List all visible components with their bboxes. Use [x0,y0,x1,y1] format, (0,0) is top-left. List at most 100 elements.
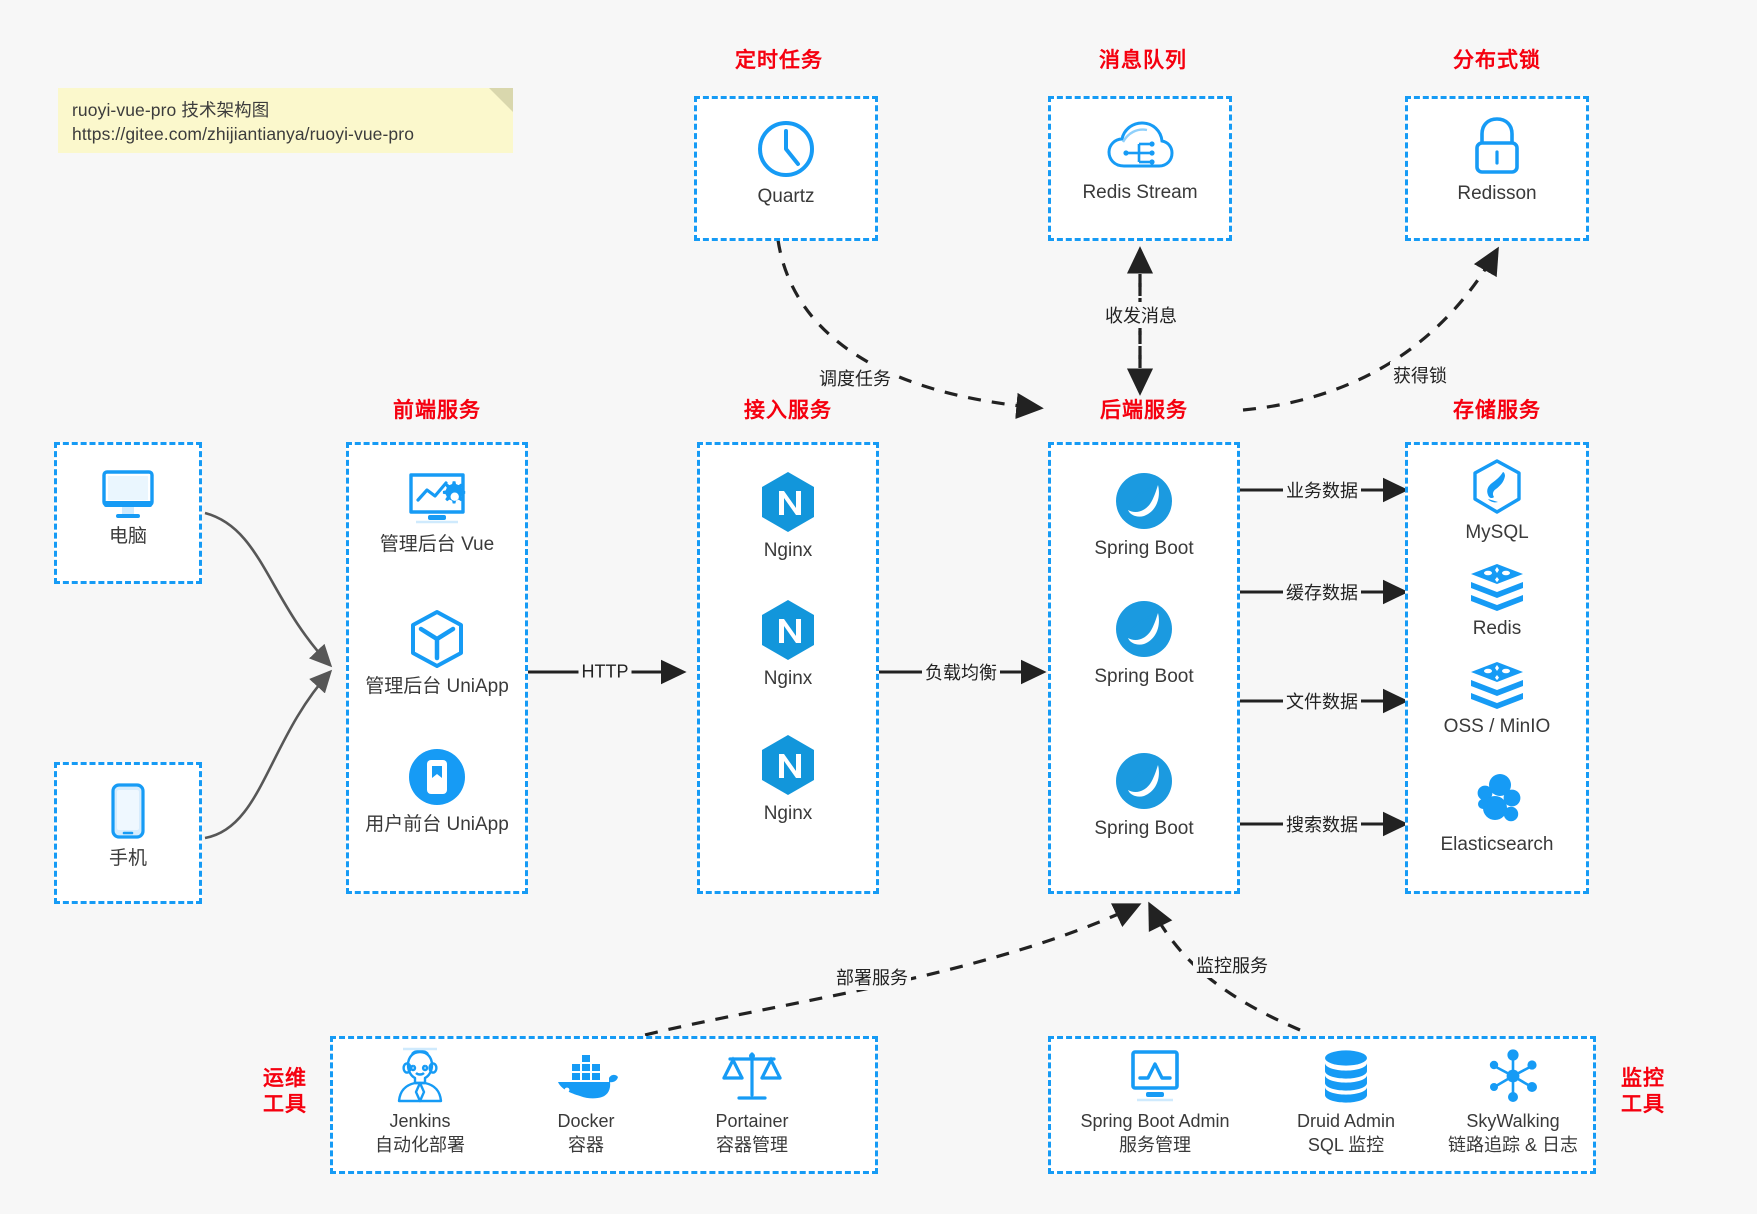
group-heading-backend-services: 后端服务 [1100,399,1188,422]
node-docker[interactable]: Docker 容器 [506,1046,666,1158]
node-spring-boot-1[interactable]: Spring Boot [1048,470,1240,562]
node-label: Druid Admin [1296,1111,1396,1131]
object-storage-icon [1468,660,1526,710]
desktop-monitor-icon [99,468,157,520]
node-nginx-3[interactable]: Nginx [697,733,879,827]
clock-icon [755,118,817,180]
node-admin-uniapp[interactable]: 管理后台 UniApp [346,608,528,700]
mobile-app-icon [406,746,468,808]
node-sublabel: SQL 监控 [1307,1134,1385,1155]
nginx-icon [759,598,817,662]
group-heading-devops-tools: 运维 工具 [254,1066,316,1117]
group-box-scheduled-tasks [694,96,878,241]
node-label: Elasticsearch [1440,834,1554,855]
edge-label-send-receive-message: 收发消息 [1102,302,1180,328]
docker-whale-icon [553,1046,619,1106]
node-user-uniapp[interactable]: 用户前台 UniApp [346,746,528,838]
node-label: Nginx [763,668,813,689]
node-label: Docker [557,1111,615,1131]
devops-heading-line-2: 工具 [263,1092,307,1116]
lock-icon [1468,115,1526,177]
elasticsearch-icon [1468,772,1526,828]
node-label: Spring Boot [1094,818,1194,839]
group-heading-gateway-services: 接入服务 [744,399,832,422]
node-jenkins[interactable]: Jenkins 自动化部署 [340,1046,500,1158]
node-sublabel: 链路追踪 & 日志 [1447,1134,1578,1155]
edge-label-deploy-service: 部署服务 [833,964,911,990]
node-oss-minio[interactable]: OSS / MinIO [1405,660,1589,740]
node-redis[interactable]: Redis [1405,562,1589,642]
node-mysql[interactable]: MySQL [1405,458,1589,546]
node-quartz[interactable]: Quartz [694,118,878,210]
dashboard-gear-icon [404,470,470,528]
database-icon [1318,1046,1374,1106]
node-sublabel: 自动化部署 [375,1134,465,1155]
node-druid-admin[interactable]: Druid Admin SQL 监控 [1266,1046,1426,1158]
node-label: 用户前台 UniApp [365,814,509,835]
node-portainer[interactable]: Portainer 容器管理 [672,1046,832,1158]
node-computer[interactable]: 电脑 [54,468,202,550]
group-heading-distributed-lock: 分布式锁 [1453,49,1541,72]
node-redis-stream[interactable]: Redis Stream [1048,120,1232,206]
jenkins-icon [392,1046,448,1106]
cloud-network-icon [1106,120,1174,176]
node-label: Redisson [1457,183,1537,204]
edge-label-http: HTTP [578,661,632,683]
group-box-message-queue [1048,96,1232,241]
node-label: 管理后台 Vue [379,534,495,555]
node-label: SkyWalking [1466,1111,1560,1131]
monitor-chart-icon [1125,1046,1185,1106]
node-label: Nginx [763,803,813,824]
node-label: Spring Boot [1094,666,1194,687]
hexagon-cube-icon [406,608,468,670]
node-label: Spring Boot [1094,538,1194,559]
note-line-2: https://gitee.com/zhijiantianya/ruoyi-vu… [72,124,415,144]
node-elasticsearch[interactable]: Elasticsearch [1405,772,1589,858]
note-line-1: ruoyi-vue-pro 技术架构图 [72,100,270,120]
scales-icon [721,1046,783,1106]
nginx-icon [759,733,817,797]
note-fold-icon [489,88,513,112]
node-sublabel: 容器管理 [716,1134,788,1155]
edge-label-business-data: 业务数据 [1283,477,1361,503]
node-nginx-1[interactable]: Nginx [697,470,879,564]
mobile-phone-icon [107,782,149,842]
node-label: Jenkins [389,1111,451,1131]
redis-icon [1468,562,1526,612]
edge-label-load-balance: 负载均衡 [922,659,1000,685]
info-note: ruoyi-vue-pro 技术架构图 https://gitee.com/zh… [58,88,513,153]
node-label: Nginx [763,540,813,561]
node-label: 电脑 [108,526,147,547]
node-label: 手机 [108,848,147,869]
group-heading-scheduled-tasks: 定时任务 [735,49,823,72]
node-label: 管理后台 UniApp [365,676,509,697]
group-box-devops-tools [330,1036,878,1174]
group-heading-message-queue: 消息队列 [1099,49,1187,72]
node-nginx-2[interactable]: Nginx [697,598,879,692]
node-sublabel: 服务管理 [1119,1134,1191,1155]
node-label: Spring Boot Admin [1080,1111,1230,1131]
node-spring-boot-2[interactable]: Spring Boot [1048,598,1240,690]
node-phone[interactable]: 手机 [54,782,202,872]
node-label: OSS / MinIO [1443,716,1551,737]
node-label: MySQL [1465,522,1529,543]
group-heading-frontend-services: 前端服务 [393,399,481,422]
nginx-icon [759,470,817,534]
spring-boot-icon [1113,598,1175,660]
spring-boot-icon [1113,470,1175,532]
group-heading-storage-services: 存储服务 [1453,399,1541,422]
node-spring-boot-admin[interactable]: Spring Boot Admin 服务管理 [1058,1046,1252,1158]
node-skywalking[interactable]: SkyWalking 链路追踪 & 日志 [1428,1046,1598,1158]
monitor-heading-line-2: 工具 [1621,1092,1665,1116]
edge-label-acquire-lock: 获得锁 [1390,362,1450,388]
group-heading-monitor-tools: 监控 工具 [1612,1066,1674,1117]
node-label: Redis Stream [1082,182,1198,203]
node-sublabel: 容器 [568,1134,604,1155]
node-spring-boot-3[interactable]: Spring Boot [1048,750,1240,842]
node-redisson[interactable]: Redisson [1405,115,1589,207]
spring-boot-icon [1113,750,1175,812]
node-admin-vue[interactable]: 管理后台 Vue [346,470,528,558]
edge-label-cache-data: 缓存数据 [1283,579,1361,605]
group-box-monitor-tools [1048,1036,1596,1174]
mysql-icon [1469,458,1525,516]
